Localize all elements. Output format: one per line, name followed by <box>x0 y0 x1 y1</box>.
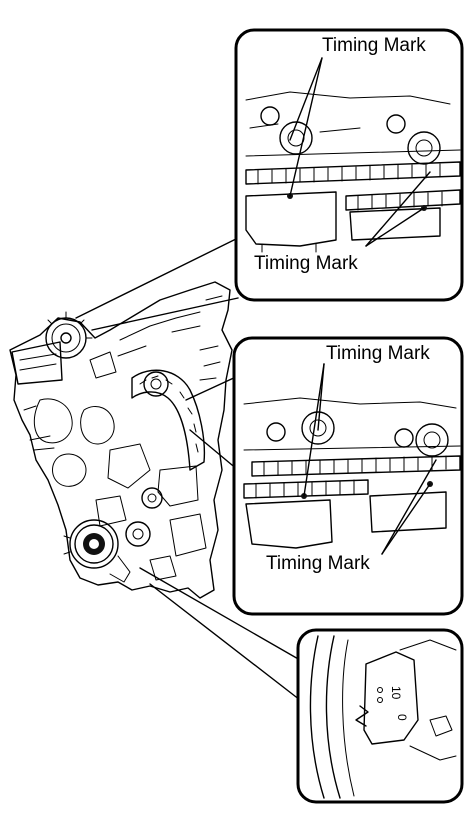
crank-mark-10: 10 <box>389 686 403 700</box>
engine-illustration <box>9 281 233 599</box>
upper-bottom-timing-mark-label: Timing Mark <box>254 253 358 274</box>
middle-top-timing-mark-label: Timing Mark <box>326 343 430 364</box>
crank-mark-0: 0 <box>395 714 409 721</box>
callout-upper <box>234 28 464 302</box>
leader-lines <box>75 237 301 701</box>
upper-top-timing-mark-label: Timing Mark <box>322 35 426 56</box>
middle-bottom-timing-mark-label: Timing Mark <box>266 553 370 574</box>
callout-middle <box>232 336 464 616</box>
cam-sprocket-upper <box>45 311 93 359</box>
crankshaft-pulley <box>63 519 119 569</box>
callout-lower: 10 0 <box>296 628 464 804</box>
